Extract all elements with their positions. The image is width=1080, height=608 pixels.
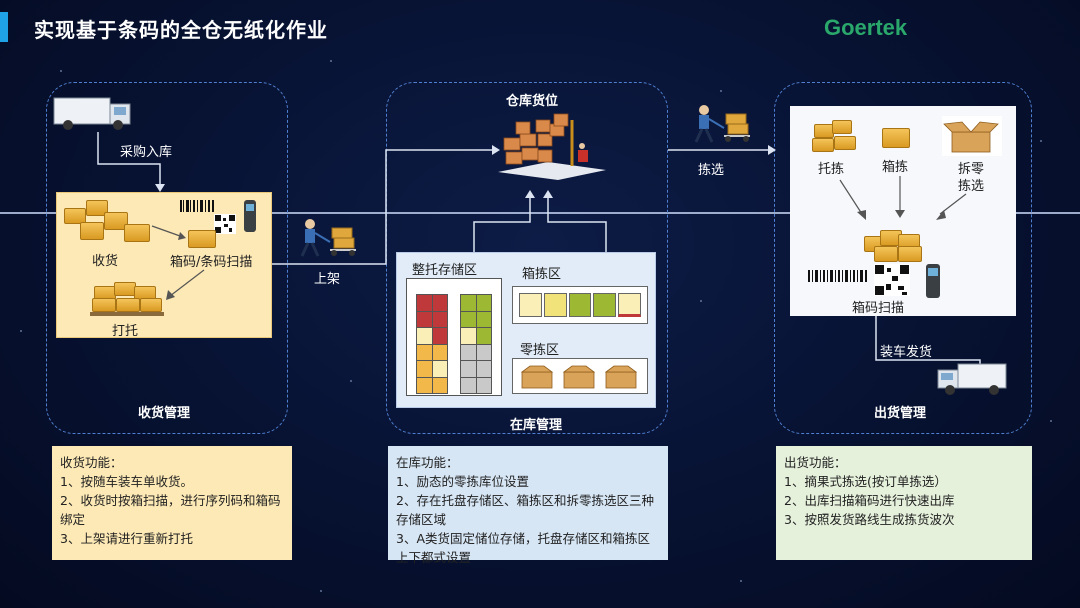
inventory-function-item: 3、A类货固定储位存储，托盘存储区和箱拣区上下都式设置 <box>396 529 660 567</box>
inventory-function-item: 2、存在托盘存储区、箱拣区和拆零拣选区三种存储区域 <box>396 491 660 529</box>
inventory-function-box: 在库功能： 1、励态的零拣库位设置 2、存在托盘存储区、箱拣区和拆零拣选区三种存… <box>388 446 668 560</box>
inventory-function-item: 1、励态的零拣库位设置 <box>396 472 660 491</box>
receiving-function-item: 1、按随车装车单收货。 <box>60 472 284 491</box>
inventory-function-title: 在库功能： <box>396 453 660 472</box>
receiving-function-item: 2、收货时按箱扫描，进行序列码和箱码绑定 <box>60 491 284 529</box>
shipping-function-item: 1、摘果式拣选(按订单拣选） <box>784 472 1024 491</box>
shipping-function-item: 3、按照发货路线生成拣货波次 <box>784 510 1024 529</box>
loading-shipping-label: 装车发货 <box>880 341 932 360</box>
receiving-function-title: 收货功能： <box>60 453 284 472</box>
shipping-function-box: 出货功能： 1、摘果式拣选(按订单拣选） 2、出库扫描箱码进行快速出库 3、按照… <box>776 446 1032 560</box>
receiving-function-box: 收货功能： 1、按随车装车单收货。 2、收货时按箱扫描，进行序列码和箱码绑定 3… <box>52 446 292 560</box>
shipping-function-item: 2、出库扫描箱码进行快速出库 <box>784 491 1024 510</box>
receiving-function-item: 3、上架请进行重新打托 <box>60 529 284 548</box>
shipping-function-title: 出货功能： <box>784 453 1024 472</box>
shipping-zone-label: 出货管理 <box>874 402 926 421</box>
truck-icon <box>938 360 1008 396</box>
